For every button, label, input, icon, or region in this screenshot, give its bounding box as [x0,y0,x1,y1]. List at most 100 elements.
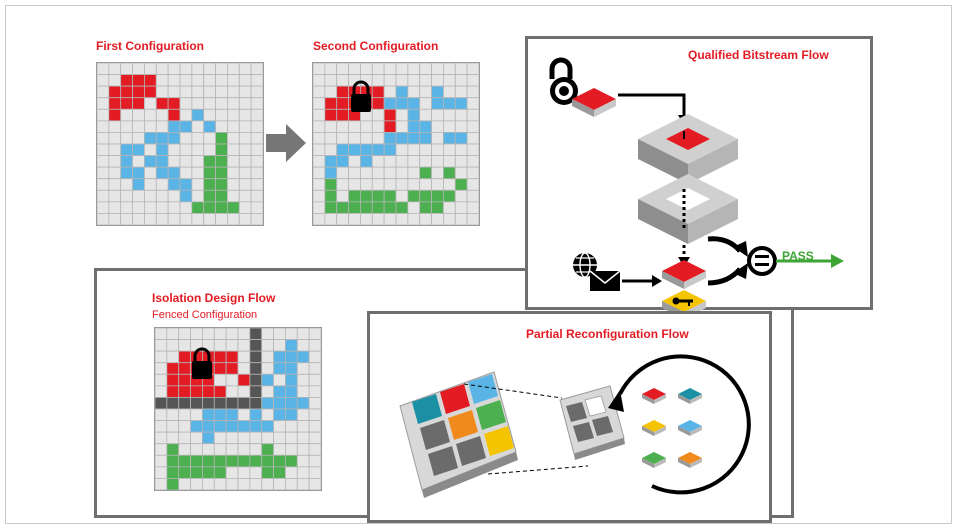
grid-cell [108,120,122,133]
grid-cell [407,143,421,156]
grid-cell [237,431,251,445]
grid-cell [120,213,133,226]
grid-cell [238,85,252,99]
grid-cell [261,339,274,352]
grid-cell-filled [179,120,193,133]
grid-cell [154,385,168,398]
grid-cell [466,97,480,110]
grid-cell [215,108,228,122]
grid-cell [96,166,110,180]
grid-cell-filled [202,454,215,468]
grid-cell [285,466,298,479]
grid-cell [154,466,168,479]
envelope-icon [589,270,621,291]
grid-cell-filled [154,397,168,410]
grid-cell [179,166,193,180]
partial-reconfiguration-diagram [399,354,751,498]
grid-cell [371,108,385,122]
grid-cell [466,155,480,168]
grid-cell-filled [215,166,228,180]
grid-cell [466,85,480,99]
grid-cell-filled [190,385,203,398]
grid-cell [308,373,322,387]
grid-cell-filled [395,85,409,99]
grid-cell [132,213,145,226]
grid-cell [237,362,251,375]
grid-cell-filled [213,454,227,468]
grid-cell [419,108,432,122]
pass-label: PASS [782,249,814,263]
grid-cell [312,143,326,156]
grid-cell-filled [132,85,145,99]
grid-cell [371,213,385,226]
grid-cell-filled [261,397,274,410]
grid-cell-filled [108,85,122,99]
grid-cell [454,143,468,156]
grid-cell-filled [383,143,397,156]
grid-cell [108,132,122,145]
grid-cell [454,74,468,87]
grid-cell-filled [132,97,145,110]
grid-cell-filled [190,397,203,410]
grid-cell [203,62,216,75]
grid-cell-filled [178,362,191,375]
grid-cell [360,132,373,145]
grid-cell-filled [336,155,349,168]
grid-cell [155,85,169,99]
grid-cell-filled [383,97,397,110]
grid-cell [261,408,274,421]
grid-cell-filled [285,373,298,387]
grid-cell-filled [190,454,203,468]
grid-cell-filled [213,397,227,410]
grid-cell [154,408,168,421]
grid-cell [178,478,191,491]
grid-cell-filled [202,431,215,445]
grid-cell-filled [419,132,432,145]
grid-cell [308,362,322,375]
grid-cell [203,108,216,122]
grid-cell-filled [203,189,216,203]
grid-cell [285,420,298,433]
grid-cell [227,213,240,226]
grid-cell [167,213,181,226]
grid-cell [227,108,240,122]
grid-cell [191,85,205,99]
grid-cell [308,478,322,491]
grid-cell-filled [166,362,180,375]
grid-cell [237,339,251,352]
grid-cell [273,420,286,433]
grid-cell [227,97,240,110]
grid-cell [443,143,456,156]
grid-cell [324,213,338,226]
grid-cell [238,108,252,122]
grid-cell [238,178,252,191]
grid-cell [454,85,468,99]
grid-cell [154,431,168,445]
grid-cell-filled [285,385,298,398]
grid-cell [419,178,432,191]
grid-cell-filled [144,85,157,99]
grid-cell [154,373,168,387]
grid-cell-filled [273,466,286,479]
grid-cell [227,189,240,203]
grid-cell [466,201,480,214]
grid-cell [312,155,326,168]
grid-cell [395,189,409,203]
grid-cell-filled [213,466,227,479]
grid-cell [261,385,274,398]
grid-cell [336,132,349,145]
grid-cell-filled [336,85,349,99]
grid-cell [144,213,157,226]
grid-cell [466,120,480,133]
grid-cell-filled [225,397,239,410]
grid-cell [96,178,110,191]
grid-cell [215,120,228,133]
grid-cell [371,166,385,180]
grid-cell-filled [213,420,227,433]
grid-cell [178,408,191,421]
grid-cell-filled [324,155,338,168]
grid-cell [348,178,361,191]
grid-cell [237,385,251,398]
grid-cell [227,132,240,145]
first-configuration-grid [96,62,264,226]
